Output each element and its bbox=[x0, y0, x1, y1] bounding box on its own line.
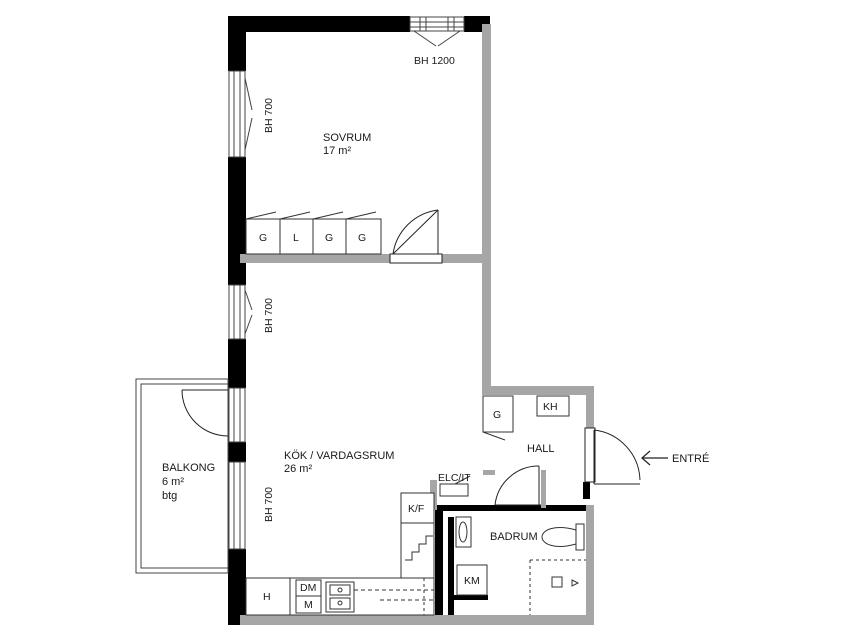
elc-label: ELC/IT bbox=[438, 472, 471, 484]
sovrum-area: 17 m² bbox=[323, 145, 351, 157]
window-left-middle-label: BH 700 bbox=[263, 298, 275, 333]
bedroom-door bbox=[389, 209, 443, 264]
badrum-name: BADRUM bbox=[490, 531, 538, 543]
exterior-walls bbox=[228, 16, 590, 625]
kitchen-counter bbox=[245, 492, 435, 616]
bathroom-door bbox=[494, 465, 541, 506]
hall-wardrobe bbox=[482, 395, 514, 441]
h-label: H bbox=[263, 591, 271, 603]
entrance-label: ENTRÉ bbox=[672, 452, 709, 465]
hall-wardrobe-label: G bbox=[493, 409, 501, 421]
entrance-door bbox=[584, 427, 641, 485]
wardrobe-label-1: G bbox=[259, 232, 267, 244]
balkong-area: 6 m² bbox=[162, 476, 184, 488]
window-left-balcony-door bbox=[228, 387, 246, 443]
window-top bbox=[409, 16, 465, 47]
kok-area: 26 m² bbox=[284, 463, 312, 475]
wardrobe-label-4: G bbox=[358, 232, 366, 244]
window-left-lower-label: BH 700 bbox=[263, 487, 275, 522]
hall-name: HALL bbox=[527, 443, 555, 455]
window-left-upper bbox=[228, 70, 253, 158]
balcony-door bbox=[181, 389, 229, 437]
interior-walls bbox=[240, 24, 594, 625]
wardrobe-label-3: G bbox=[325, 232, 333, 244]
window-left-upper-label: BH 700 bbox=[263, 98, 275, 133]
km-label: KM bbox=[464, 575, 480, 587]
hall-shelf-kh bbox=[536, 395, 570, 417]
window-left-lower bbox=[228, 461, 246, 550]
balkong-note: btg bbox=[162, 490, 177, 502]
elc-cabinet bbox=[439, 475, 471, 497]
balcony bbox=[135, 378, 229, 574]
kok-name: KÖK / VARDAGSRUM bbox=[284, 450, 394, 462]
bathroom-fixtures bbox=[455, 516, 586, 615]
kf-label: K/F bbox=[408, 503, 424, 515]
window-top-label: BH 1200 bbox=[414, 55, 455, 67]
balkong-name: BALKONG bbox=[162, 462, 215, 474]
wardrobe-label-2: L bbox=[293, 232, 299, 244]
left-arrow-icon bbox=[641, 450, 668, 466]
window-left-middle bbox=[228, 284, 253, 340]
m-label: M bbox=[304, 599, 313, 611]
sovrum-name: SOVRUM bbox=[323, 132, 371, 144]
bedroom-wardrobes bbox=[245, 211, 382, 255]
dm-label: DM bbox=[300, 582, 316, 594]
kh-label: KH bbox=[543, 401, 558, 413]
